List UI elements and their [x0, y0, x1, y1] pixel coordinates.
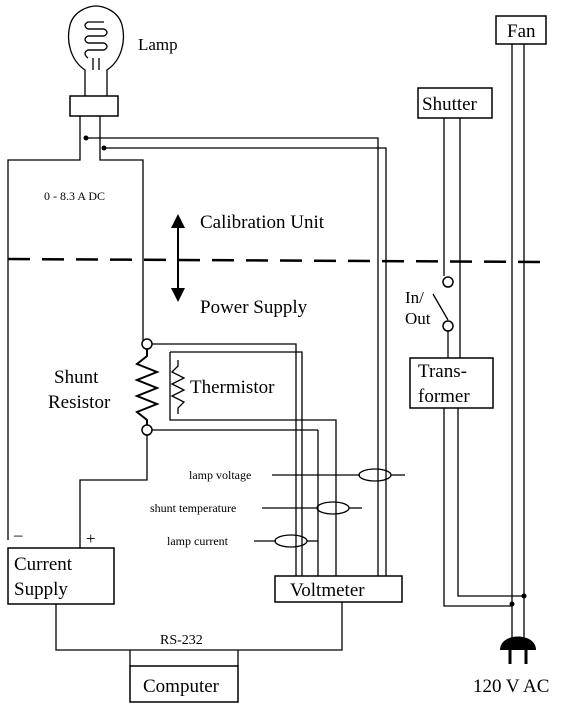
- current-supply-label-line2: Supply: [14, 579, 68, 600]
- transformer-label-line1: Trans-: [418, 361, 467, 382]
- rs232-label: RS-232: [160, 633, 203, 648]
- lamp-socket: [69, 95, 119, 117]
- computer-link: [129, 650, 239, 666]
- shunt-terminal-top: [141, 338, 153, 350]
- shutter-label: Shutter: [422, 94, 478, 115]
- lamp-sense-wire-1: [86, 137, 379, 576]
- shunt-sense-top: [152, 343, 297, 546]
- ac-plug-icon: [500, 636, 536, 664]
- lamp-voltage-label: lamp voltage: [189, 468, 251, 482]
- transformer-power-wire-2: [457, 408, 524, 597]
- thermistor-label: Thermistor: [190, 377, 275, 398]
- lamp-sense-wire-2: [104, 147, 387, 576]
- junction-dot: [83, 135, 89, 141]
- resistor-icon: [134, 349, 160, 425]
- transformer-power-wire-1: [443, 408, 512, 607]
- switch-label-line1: In/: [405, 288, 424, 307]
- lamp-current-label: lamp current: [167, 534, 229, 548]
- double-arrow-icon: [171, 214, 185, 302]
- shunt-label-line2: Resistor: [48, 392, 111, 413]
- thermistor-outline: [169, 351, 337, 576]
- voltmeter-box: [274, 575, 403, 603]
- shunt-terminal-bottom: [141, 424, 153, 436]
- rs232-cable: [55, 602, 343, 651]
- power-supply-label: Power Supply: [200, 297, 308, 318]
- fan-label: Fan: [507, 21, 536, 42]
- calibration-unit-label: Calibration Unit: [200, 212, 325, 233]
- cable-loop-icon: [316, 501, 350, 515]
- shutter-box: [417, 87, 493, 119]
- shunt-temperature-label: shunt temperature: [150, 501, 236, 515]
- lamp-lead-right: [99, 116, 144, 344]
- unit-divider-dashed-line: [7, 257, 546, 264]
- current-supply-label-line1: Current: [14, 554, 73, 575]
- shunt-label-line1: Shunt: [54, 367, 99, 388]
- computer-label: Computer: [143, 676, 220, 697]
- lamp-lead-left: [7, 116, 81, 540]
- plus-terminal-label: +: [86, 529, 96, 548]
- junction-dot: [101, 145, 107, 151]
- lamp-bulb-icon: [67, 5, 125, 96]
- lamp-label: Lamp: [138, 35, 178, 54]
- transformer-label-line2: former: [418, 386, 470, 407]
- thermistor-icon: [170, 360, 186, 414]
- switch-label-line2: Out: [405, 309, 431, 328]
- ac-power-label: 120 V AC: [473, 676, 549, 697]
- computer-box: [129, 665, 239, 703]
- transformer-box: [409, 357, 494, 409]
- shunt-to-current-supply: [79, 435, 148, 548]
- minus-terminal-label: –: [13, 525, 23, 544]
- current-supply-box: [7, 547, 115, 605]
- fan-box: [495, 15, 547, 45]
- voltmeter-label: Voltmeter: [290, 580, 365, 601]
- current-range-label: 0 - 8.3 A DC: [44, 189, 105, 203]
- switch-icon: [432, 276, 454, 332]
